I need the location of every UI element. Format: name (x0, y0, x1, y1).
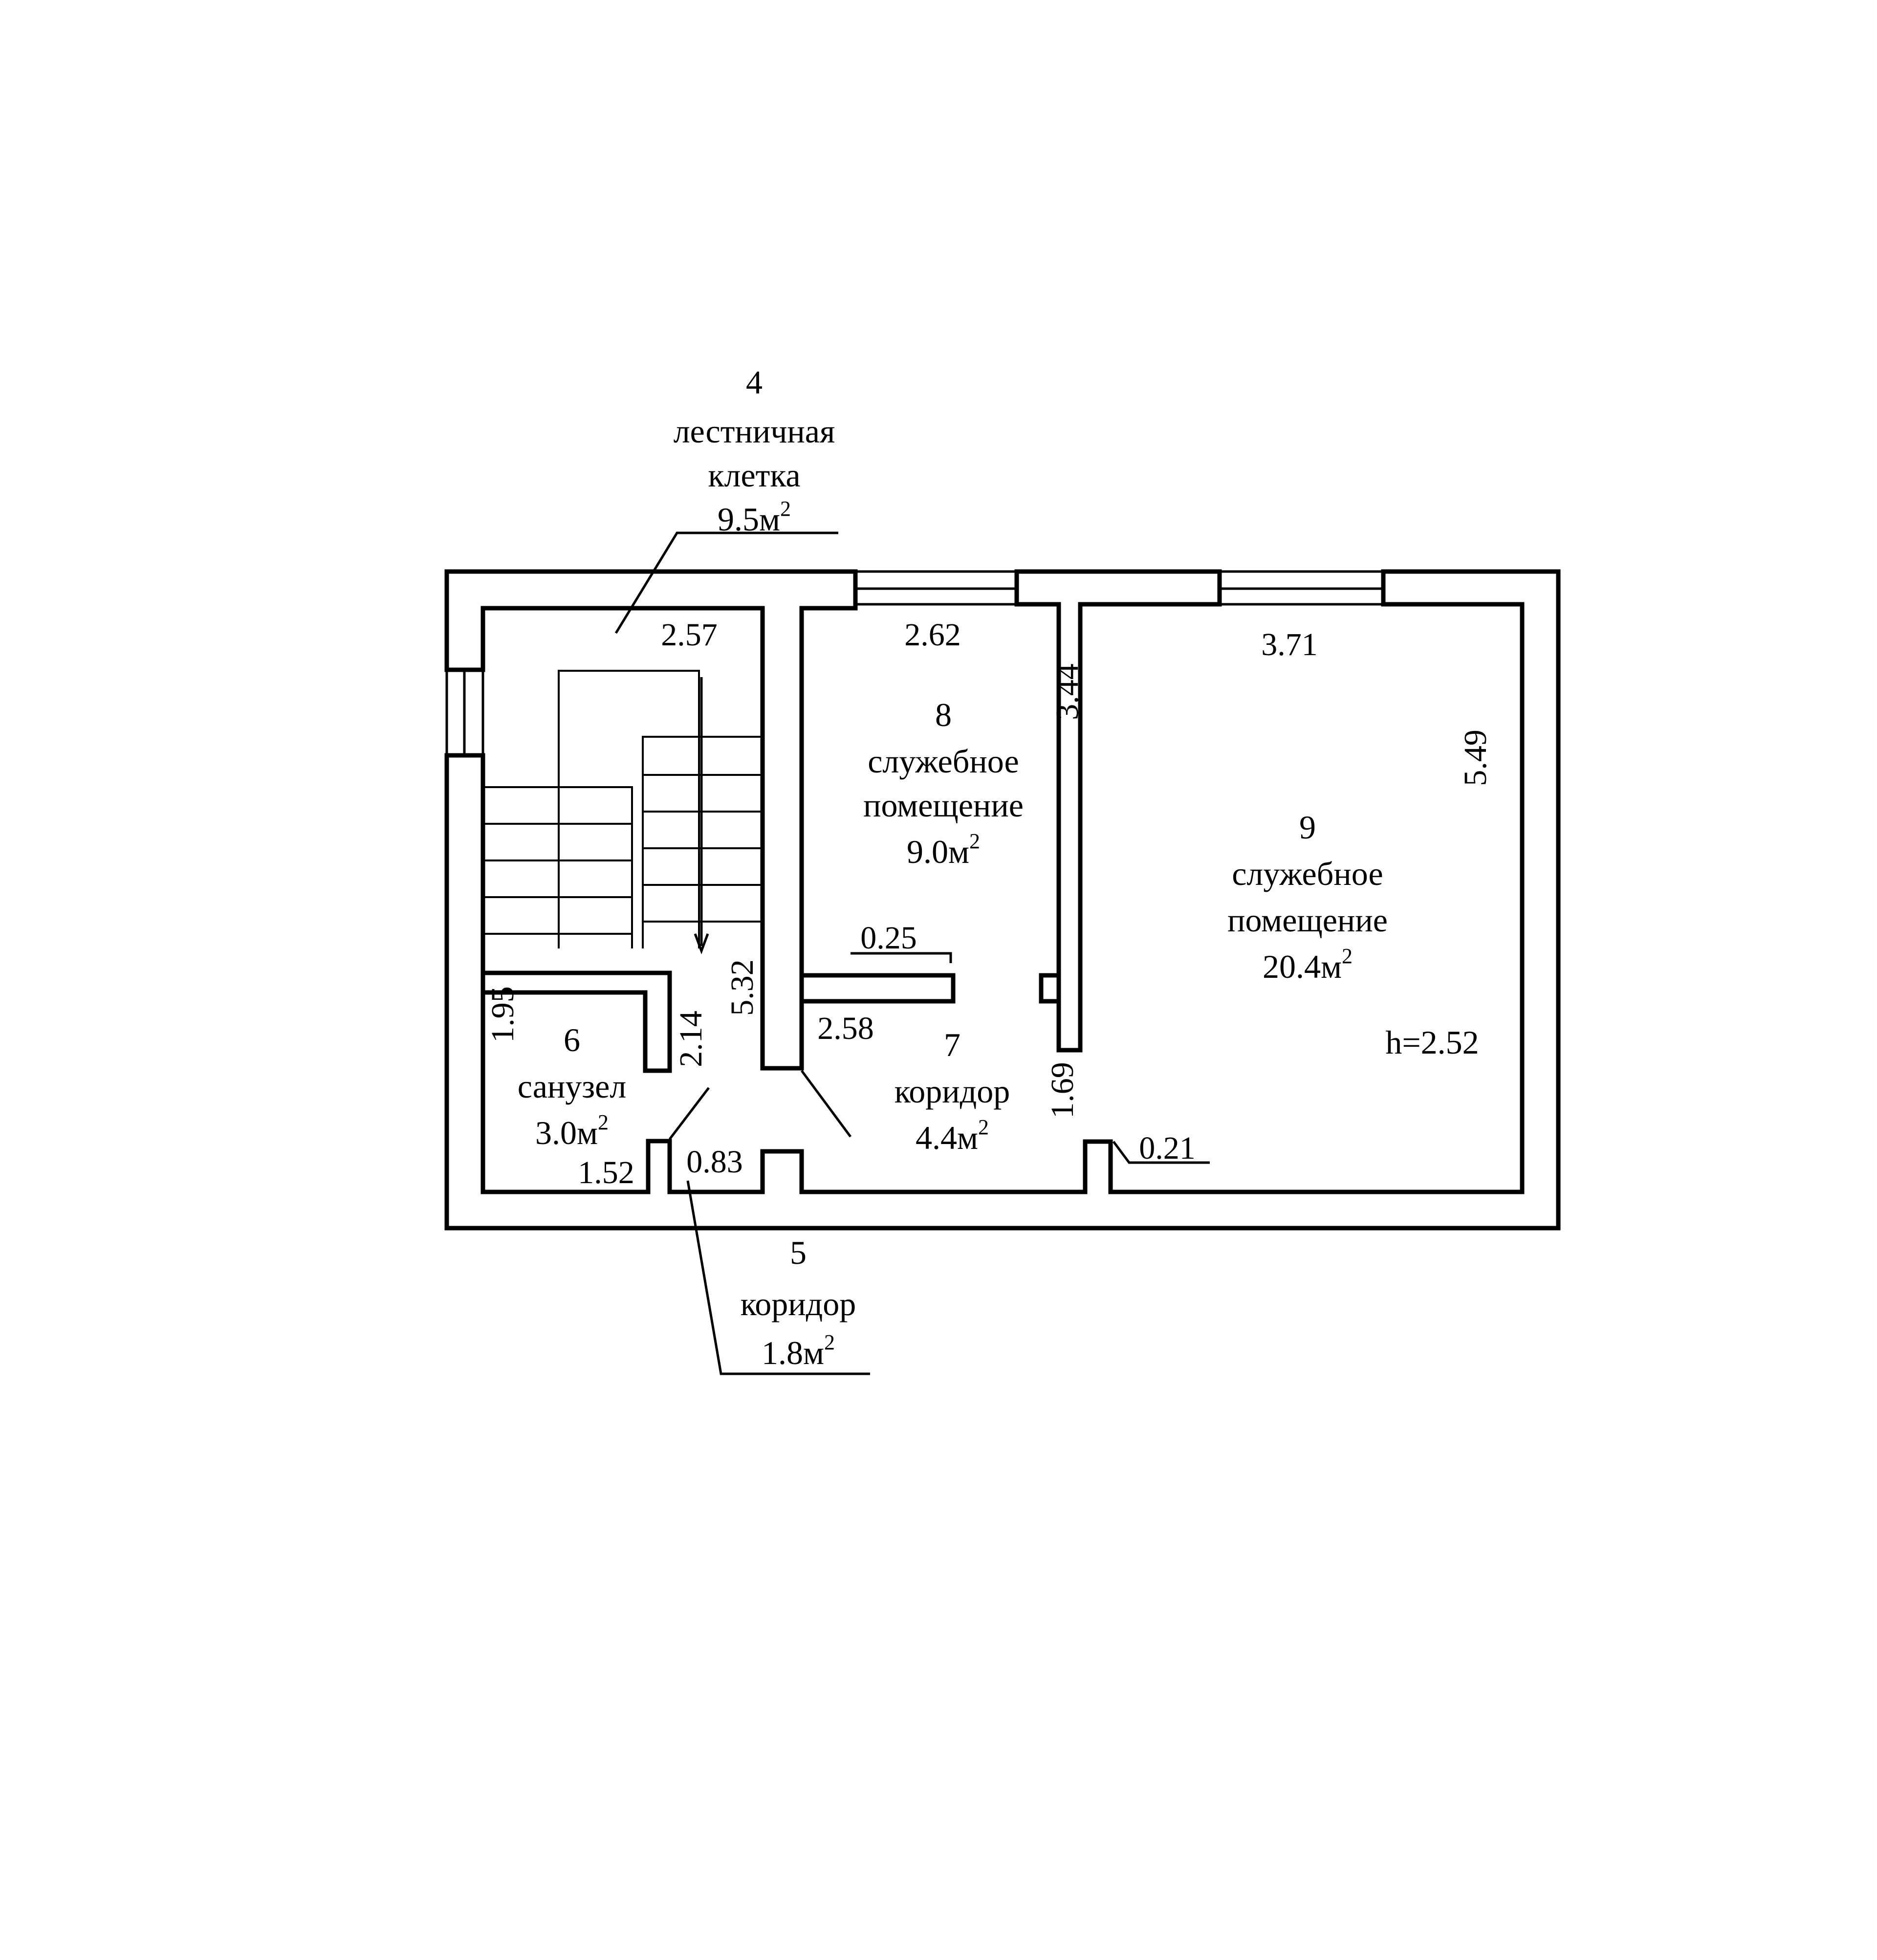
room-4-area: 9.5м2 (718, 497, 791, 538)
dim-corridor5-length: 2.14 (673, 1011, 709, 1067)
interior-walls (483, 970, 1059, 1073)
dim-room9-length: 5.49 (1458, 729, 1493, 786)
dim-bath-length: 1.95 (485, 986, 521, 1043)
room-9-area: 20.4м2 (1263, 944, 1353, 985)
dim-room9-width: 3.71 (1261, 627, 1318, 662)
door-swings (669, 1070, 852, 1140)
room-8-area: 9.0м2 (907, 829, 980, 870)
room-7-name: коридор (895, 1073, 1010, 1110)
leader-lines (614, 531, 1210, 1375)
outer-wall (444, 569, 1561, 1231)
room-4-name-line2: клетка (708, 457, 800, 494)
dim-room8-width: 2.62 (904, 617, 961, 653)
dim-corridor7-length: 1.69 (1045, 1062, 1080, 1119)
room-6-area: 3.0м2 (535, 1110, 609, 1151)
room-6-number: 6 (564, 1021, 580, 1058)
room-4-number: 4 (746, 364, 763, 401)
staircase (483, 670, 763, 955)
dim-corridor5-width: 0.83 (686, 1144, 743, 1180)
room-7-area: 4.4м2 (916, 1115, 989, 1156)
dim-wall-thickness-a: 0.25 (860, 920, 917, 956)
room-8-name-line2: помещение (863, 787, 1024, 824)
room-8-number: 8 (935, 696, 952, 733)
room-9-name-line2: помещение (1227, 902, 1388, 939)
room-8-name-line1: служебное (868, 743, 1019, 780)
room-9-name-line1: служебное (1232, 855, 1383, 892)
dim-room8-length: 3.44 (1049, 663, 1085, 720)
ceiling-height: h=2.52 (1385, 1024, 1479, 1061)
room-5-area: 1.8м2 (762, 1330, 835, 1371)
dim-wall-thickness-b: 0.21 (1139, 1130, 1196, 1166)
dim-stair-length: 5.32 (724, 959, 760, 1016)
dim-corridor7-width: 2.58 (817, 1011, 874, 1046)
room-6-name: санузел (518, 1068, 627, 1105)
room-4-name-line1: лестничная (674, 413, 835, 450)
room-7-number: 7 (944, 1026, 960, 1063)
room-9-number: 9 (1299, 809, 1316, 846)
room-5-name: коридор (741, 1285, 856, 1322)
dim-bath-width: 1.52 (578, 1155, 634, 1190)
room-5-number: 5 (790, 1234, 807, 1271)
dim-stair-width: 2.57 (661, 617, 718, 653)
